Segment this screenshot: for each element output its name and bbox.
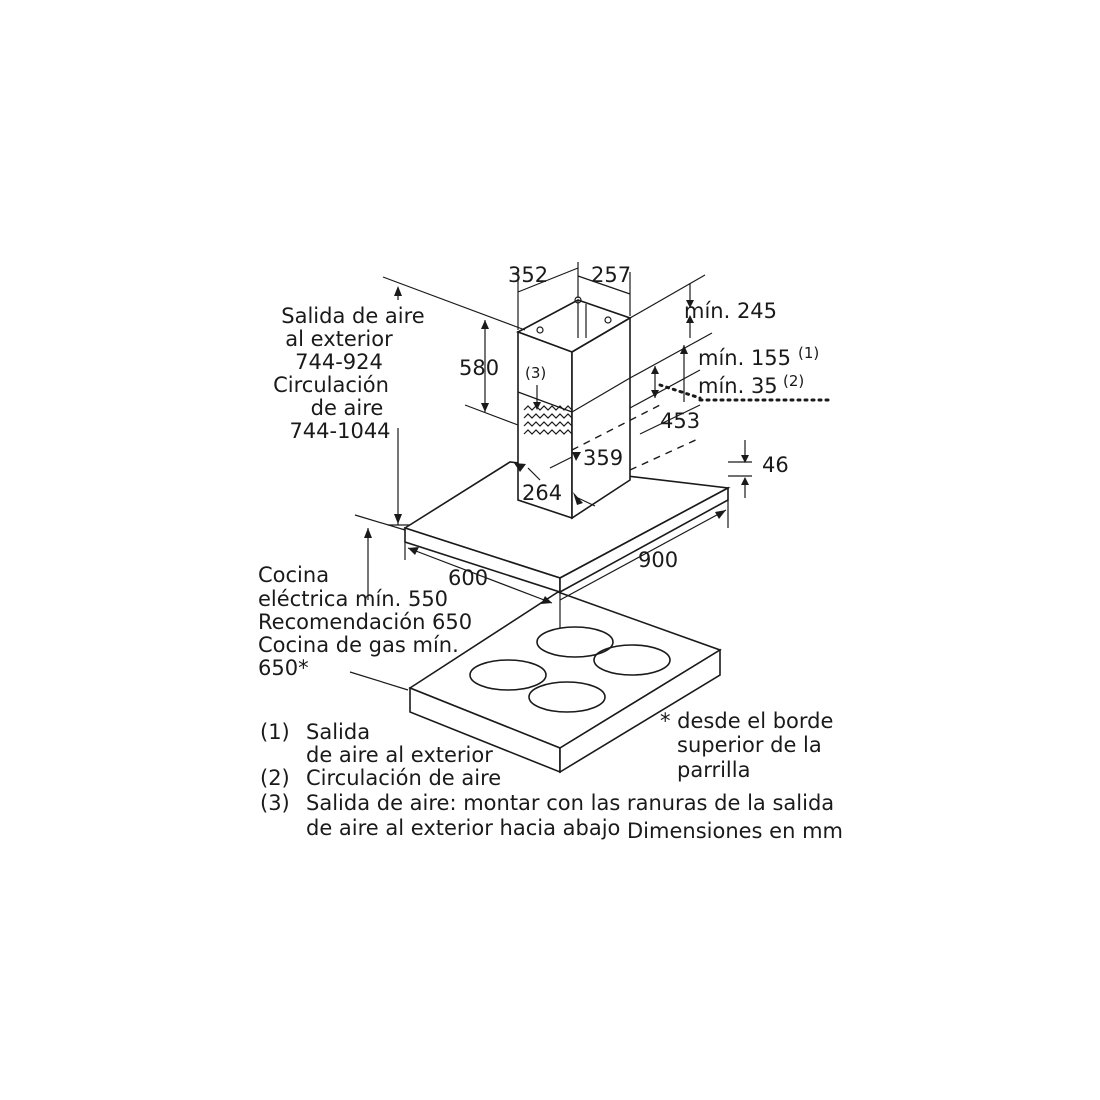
arrow-35-bottom [651,390,659,398]
hood-canopy [403,461,731,594]
height-note: Salida de aire al exterior 744-924 Circu… [273,304,425,443]
height-note-line4: Circulación [273,373,389,397]
arrow-900-right [715,510,726,519]
cooktop-note-line2: eléctrica mín. 550 [258,587,448,611]
hood-chimney [516,296,632,520]
height-note-line1: Salida de aire [281,304,424,328]
chimney-screw-1 [536,326,544,334]
arrow-height-top [394,286,402,296]
label-min-35: mín. 35 [698,374,778,398]
label-264: 264 [522,481,562,505]
legend-text-2: Circulación de aire [306,766,501,790]
arrow-46-bottom [741,477,749,485]
cooktop-note-line5: 650* [258,656,309,680]
arrow-cooktop-distance [364,528,372,538]
label-257: 257 [591,263,631,287]
label-min-35-ref: (2) [783,372,804,390]
air-outlet-grille [523,405,573,435]
dim-line-453 [639,404,701,435]
arrow-245-b [686,315,694,323]
label-46: 46 [762,453,789,477]
dim-line-359 [549,456,573,469]
arrow-46-top [741,455,749,463]
chimney-side-face [571,316,631,520]
height-note-line2: al exterior [285,327,393,351]
dim-line-900 [559,509,727,601]
hidden-line-1 [571,404,661,451]
legend: (1) Salida de aire al exterior (2) Circu… [260,720,834,840]
dim-line-257 [577,275,631,295]
label-min-155-ref: (1) [798,344,819,362]
legend-num-3: (3) [260,791,290,815]
arrow-359 [572,452,581,461]
cooktop-note: Cocina eléctrica mín. 550 Recomendación … [258,563,472,680]
cooktop-side-face [559,648,721,774]
ceiling-line-right [629,274,706,319]
label-min-155: mín. 155 [698,346,791,370]
legend-text-3b: de aire al exterior hacia abajo [306,816,620,840]
cooktop [408,591,722,774]
label-580: 580 [459,356,499,380]
dim-line-352 [517,267,579,293]
dim-line-600 [407,547,553,604]
ext-cooktop-distance-top [354,514,406,531]
arrow-580-top [481,320,489,329]
footnote-star: * desde el borde superior de la parrilla [660,709,833,782]
hidden-line-2 [629,437,701,471]
chimney-section-joint-side [571,377,631,413]
ref-line-35 [629,369,701,409]
label-600: 600 [448,566,488,590]
height-note-line5: de aire [311,396,384,420]
grille-arrow [533,402,541,410]
legend-text-1b: de aire al exterior [306,743,493,767]
dim-line-264-a [527,467,541,481]
arrow-height-bottom [394,514,402,524]
label-453: 453 [660,409,700,433]
arrow-600-left [408,547,419,555]
arrow-35-top [651,366,659,374]
footnote-star-line2: superior de la [677,733,822,757]
burner-right [593,644,671,676]
cooktop-note-line4: Cocina de gas mín. [258,633,459,657]
arrow-264-left [514,463,526,472]
dim-line-264-b [577,497,596,507]
label-grille-ref: (3) [525,364,546,382]
footnote-star-line1: * desde el borde [660,709,833,733]
label-min-245: mín. 245 [684,299,777,323]
arrow-600-right [541,596,552,604]
chimney-screw-3 [604,316,612,324]
ceiling-line-left [382,276,526,331]
height-note-line6: 744-1044 [289,419,390,443]
label-352: 352 [508,263,548,287]
legend-text-1a: Salida [306,720,370,744]
cooktop-note-line1: Cocina [258,563,329,587]
arrow-264-right [573,492,583,505]
arrow-155-top [680,345,688,354]
footnote-star-line3: parrilla [677,758,750,782]
min-35-dotted-a [658,383,702,400]
burner-front [528,681,606,713]
legend-num-1: (1) [260,720,290,744]
arrow-245-a [686,300,694,308]
label-900: 900 [638,548,678,572]
legend-text-3a: Salida de aire: montar con las ranuras d… [306,791,834,815]
units-note: Dimensiones en mm [627,819,843,843]
arrow-580-bottom [481,403,489,412]
label-359: 359 [583,446,623,470]
cooktop-note-line3: Recomendación 650 [258,610,472,634]
ext-cooktop-distance-bottom [349,671,409,691]
ref-line-155 [629,332,713,379]
height-note-line3: 744-924 [295,350,383,374]
ref-line-580-bottom [464,404,519,426]
burner-back [536,626,614,658]
burner-left [469,659,547,691]
legend-num-2: (2) [260,766,290,790]
